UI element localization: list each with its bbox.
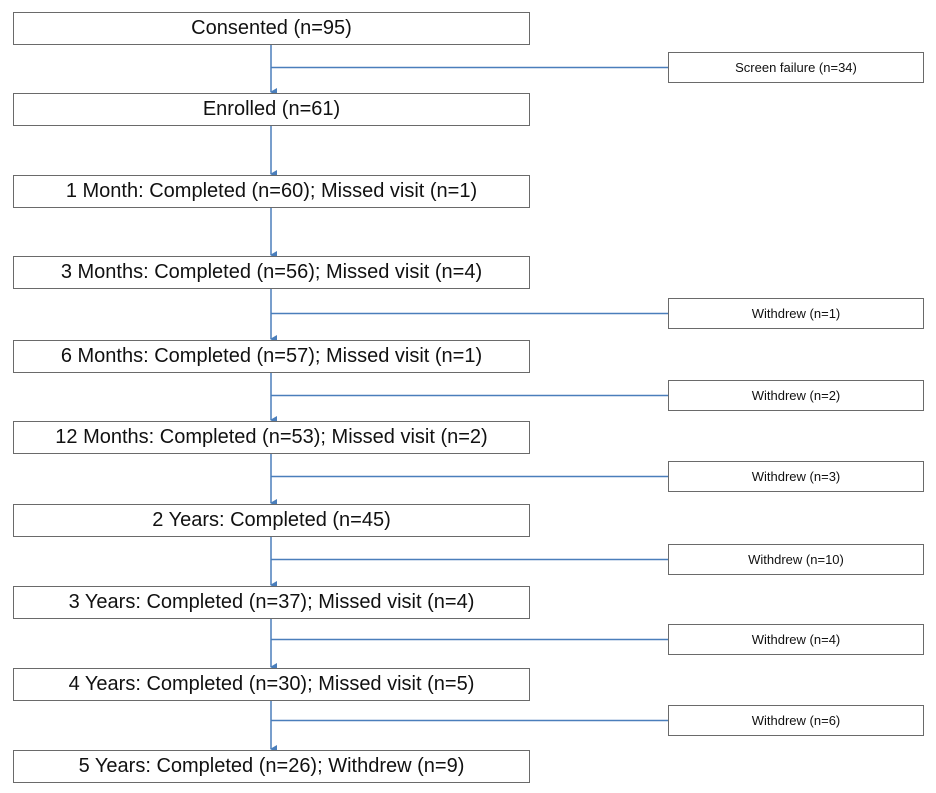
exit-label: Withdrew (n=10) xyxy=(748,552,844,567)
step-label: 6 Months: Completed (n=57); Missed visit… xyxy=(60,345,483,367)
step-label: Consented (n=95) xyxy=(191,17,352,39)
step-consented: Consented (n=95) xyxy=(13,12,530,45)
step-1-month: 1 Month: Completed (n=60); Missed visit … xyxy=(13,175,530,208)
step-5-years: 5 Years: Completed (n=26); Withdrew (n=9… xyxy=(13,750,530,783)
step-label: 5 Years: Completed (n=26); Withdrew (n=9… xyxy=(78,755,465,777)
exit-withdrew-3-6-months: Withdrew (n=1) xyxy=(668,298,924,329)
exit-label: Withdrew (n=1) xyxy=(751,306,841,321)
exit-label: Screen failure (n=34) xyxy=(735,60,857,75)
step-label: Enrolled (n=61) xyxy=(202,98,341,120)
exit-withdrew-2-3-years: Withdrew (n=10) xyxy=(668,544,924,575)
step-enrolled: Enrolled (n=61) xyxy=(13,93,530,126)
step-4-years: 4 Years: Completed (n=30); Missed visit … xyxy=(13,668,530,701)
step-3-months: 3 Months: Completed (n=56); Missed visit… xyxy=(13,256,530,289)
step-label: 1 Month: Completed (n=60); Missed visit … xyxy=(65,180,478,202)
step-12-months: 12 Months: Completed (n=53); Missed visi… xyxy=(13,421,530,454)
exit-withdrew-4-5-years: Withdrew (n=6) xyxy=(668,705,924,736)
step-6-months: 6 Months: Completed (n=57); Missed visit… xyxy=(13,340,530,373)
step-label: 2 Years: Completed (n=45) xyxy=(152,509,391,531)
exit-withdrew-6-12-months: Withdrew (n=2) xyxy=(668,380,924,411)
exit-screen-failure: Screen failure (n=34) xyxy=(668,52,924,83)
exit-withdrew-3-4-years: Withdrew (n=4) xyxy=(668,624,924,655)
step-label: 12 Months: Completed (n=53); Missed visi… xyxy=(55,426,488,448)
exit-label: Withdrew (n=2) xyxy=(751,388,841,403)
exit-withdrew-12-months-2-years: Withdrew (n=3) xyxy=(668,461,924,492)
exit-label: Withdrew (n=3) xyxy=(751,469,841,484)
step-3-years: 3 Years: Completed (n=37); Missed visit … xyxy=(13,586,530,619)
exit-label: Withdrew (n=6) xyxy=(751,713,841,728)
step-2-years: 2 Years: Completed (n=45) xyxy=(13,504,530,537)
step-label: 3 Years: Completed (n=37); Missed visit … xyxy=(68,591,475,613)
step-label: 4 Years: Completed (n=30); Missed visit … xyxy=(68,673,475,695)
exit-label: Withdrew (n=4) xyxy=(751,632,841,647)
step-label: 3 Months: Completed (n=56); Missed visit… xyxy=(60,261,483,283)
